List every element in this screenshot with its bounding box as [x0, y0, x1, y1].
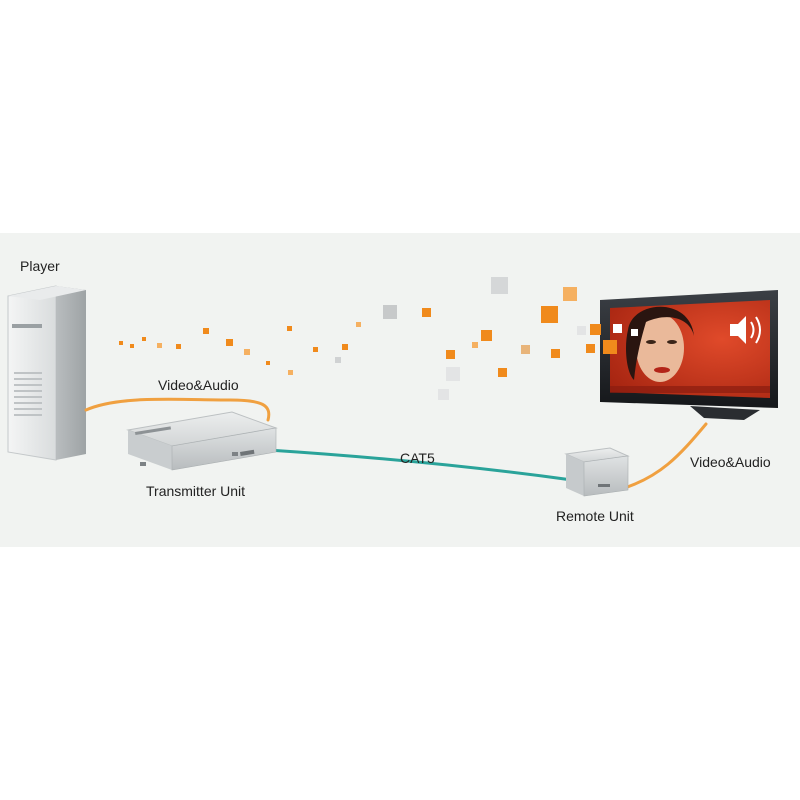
receiver-box-icon — [564, 447, 630, 497]
video-audio-cable-left — [84, 397, 271, 422]
video-audio-cable-right — [616, 422, 708, 492]
tv-screen — [610, 300, 770, 398]
transmitter-unit-label: Transmitter Unit — [146, 483, 246, 499]
video-audio-label-left: Video&Audio — [158, 377, 239, 393]
cat5-label: CAT5 — [400, 450, 435, 466]
video-audio-label-right: Video&Audio — [690, 454, 771, 470]
pc-tower-icon — [7, 285, 86, 461]
speaker-icon — [730, 316, 761, 344]
remote-unit-label: Remote Unit — [556, 508, 634, 524]
tv-display-icon — [600, 290, 778, 420]
player-label: Player — [20, 258, 60, 274]
cat5-cable — [266, 448, 574, 482]
transmitter-box-icon — [126, 411, 278, 471]
pixel-particles — [119, 277, 638, 400]
